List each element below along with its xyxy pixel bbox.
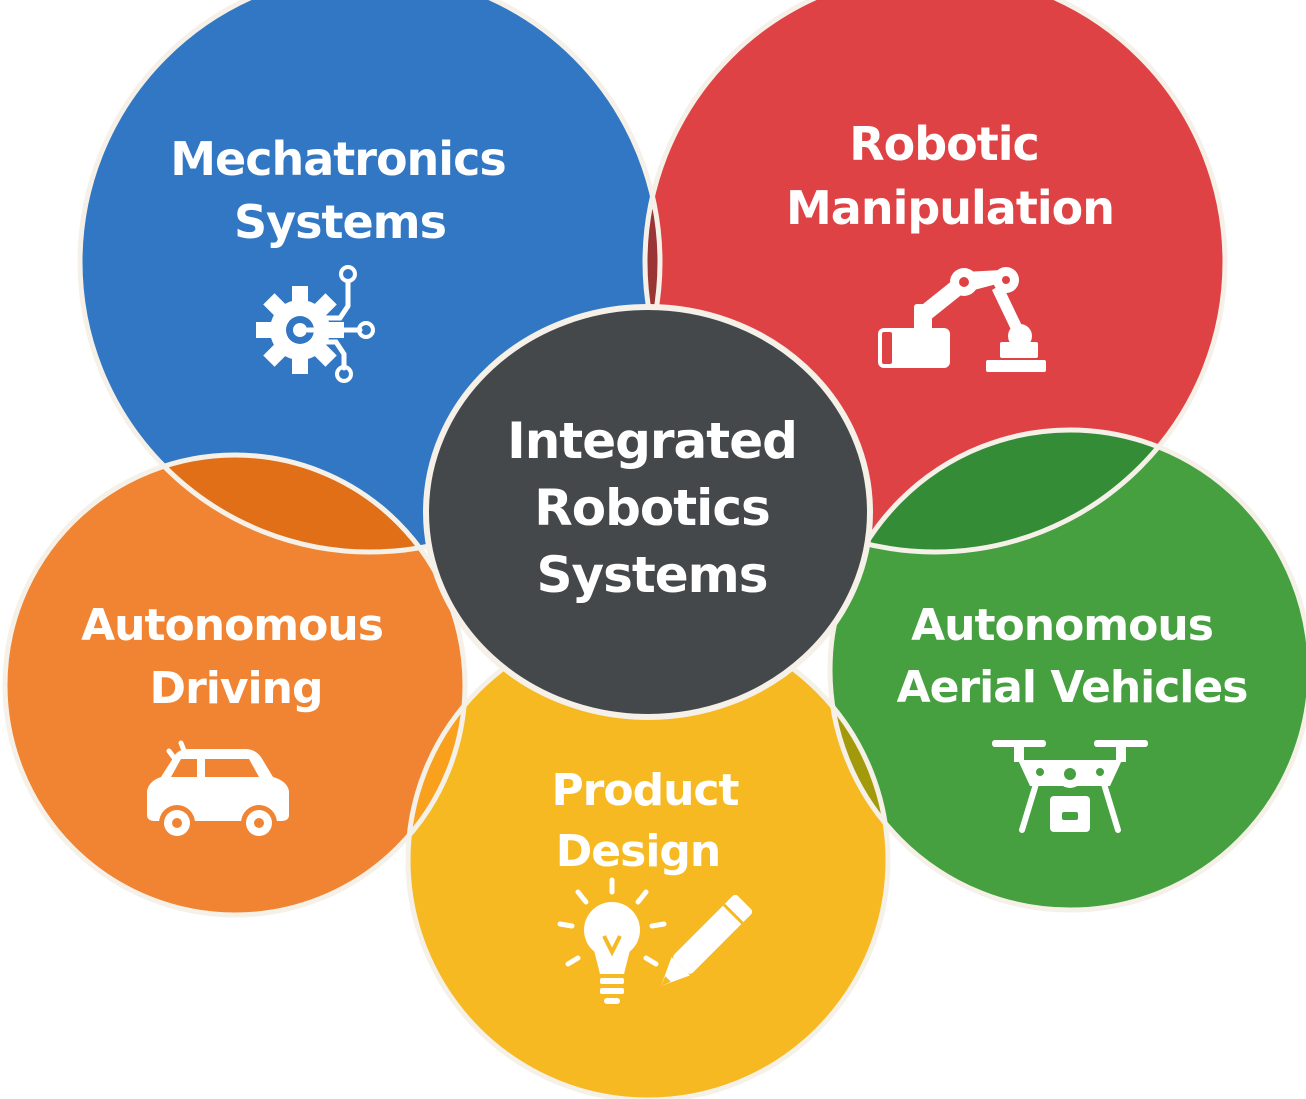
design-title-line-2: Design <box>556 826 720 877</box>
center-title-line-2: Robotics <box>534 479 769 537</box>
aerial-title-line-1: Autonomous <box>911 600 1213 651</box>
drone-icon <box>992 740 1148 833</box>
manipulation-title-line-2: Manipulation <box>786 181 1114 235</box>
mechatronics-title-line-2: Systems <box>234 195 446 249</box>
design-title-line-1: Product <box>551 765 739 816</box>
outline-mechatronics <box>77 0 663 555</box>
car-icon <box>147 740 289 841</box>
robotic-arm-icon <box>878 267 1046 372</box>
mechatronics-title-line-1: Mechatronics <box>170 132 505 186</box>
outline-manipulation <box>642 0 1228 555</box>
lightbulb-pencil-icon <box>557 877 752 1004</box>
center-title-line-1: Integrated <box>507 412 797 470</box>
aerial-title-line-2: Aerial Vehicles <box>897 662 1248 713</box>
outline-aerial <box>827 427 1306 913</box>
driving-title-line-2: Driving <box>150 663 323 714</box>
center-circle <box>423 304 873 720</box>
driving-title-line-1: Autonomous <box>81 600 383 651</box>
petal-autonomous-driving <box>5 455 465 915</box>
manipulation-title-line-1: Robotic <box>849 117 1039 171</box>
gear-circuit-icon <box>256 265 375 383</box>
petal-product-design <box>408 620 888 1099</box>
outline-driving <box>2 452 468 918</box>
center-title-line-3: Systems <box>536 546 767 604</box>
